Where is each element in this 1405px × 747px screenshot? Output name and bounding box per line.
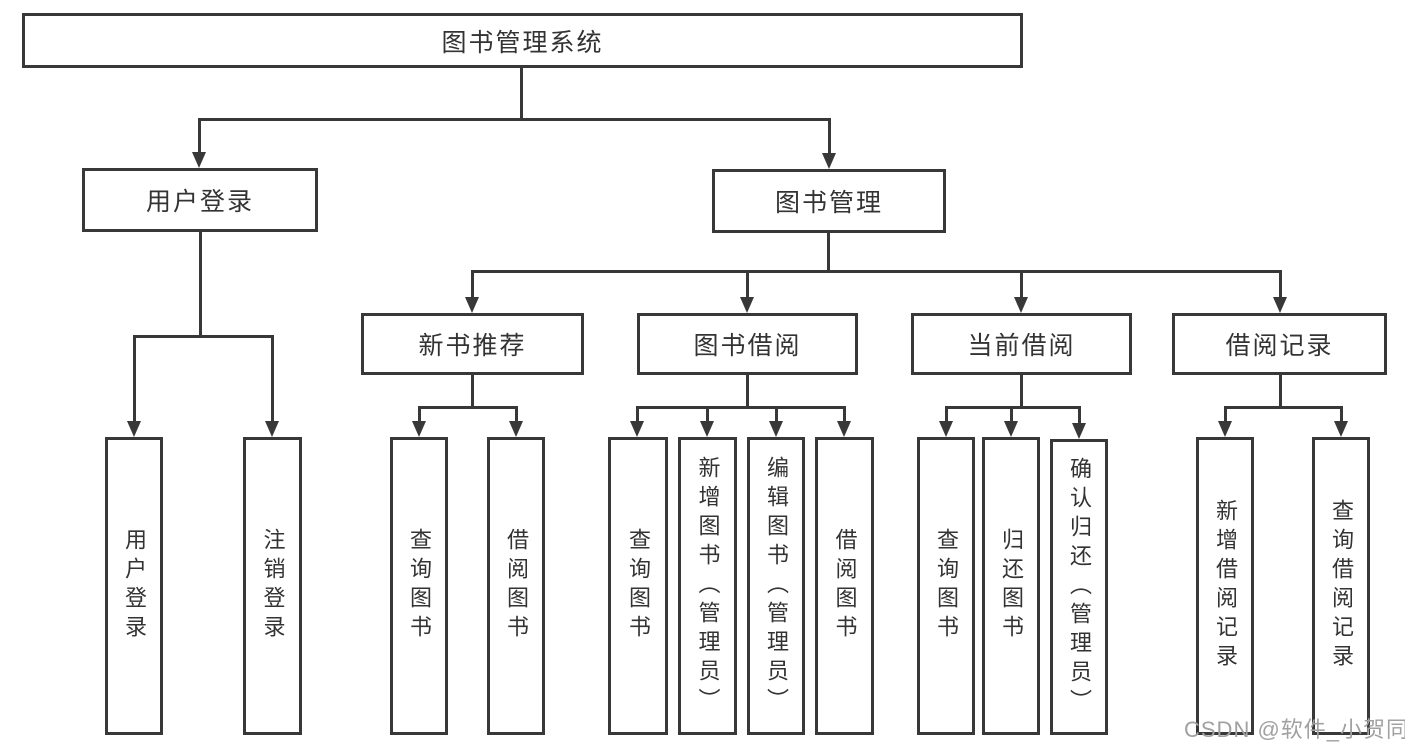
leaf-label: 注销登录: [260, 528, 286, 644]
node-label: 图书管理: [774, 189, 883, 217]
leaf-label: 查询图书: [407, 528, 432, 644]
leaf-confirm-return-admin: 确认归还（管理员）: [1050, 439, 1108, 735]
arrowhead-down-icon: [1273, 297, 1287, 313]
connector-vline: [520, 66, 523, 118]
arrowhead-down-icon: [1218, 421, 1232, 437]
leaf-label: 确认归还（管理员）: [1067, 456, 1092, 718]
connector-hline: [945, 406, 1081, 409]
node-label: 当前借阅: [967, 332, 1076, 360]
leaf-query-books-recommend: 查询图书: [390, 437, 448, 735]
leaf-add-borrow-record: 新增借阅记录: [1196, 437, 1254, 735]
leaf-label: 借阅图书: [504, 528, 529, 644]
arrowhead-down-icon: [837, 421, 851, 437]
connector-vline: [945, 406, 948, 422]
arrowhead-down-icon: [700, 421, 714, 437]
node-user-login: 用户登录: [82, 168, 318, 232]
arrowhead-down-icon: [740, 297, 754, 313]
connector-vline: [133, 335, 136, 422]
connector-vline: [1279, 375, 1282, 409]
node-label: 用户登录: [145, 188, 254, 216]
leaf-label: 查询借阅记录: [1329, 499, 1354, 673]
leaf-label: 用户登录: [122, 528, 147, 644]
connector-vline: [828, 118, 831, 154]
connector-vline: [746, 270, 749, 298]
connector-vline: [746, 375, 749, 409]
connector-vline: [471, 270, 474, 298]
arrowhead-down-icon: [1014, 297, 1028, 313]
connector-hline: [1224, 406, 1343, 409]
connector-vline: [706, 406, 709, 422]
connector-vline: [827, 233, 830, 273]
node-label: 图书借阅: [693, 332, 802, 360]
connector-hline: [198, 118, 831, 121]
node-label: 借阅记录: [1225, 332, 1334, 360]
arrowhead-down-icon: [630, 421, 644, 437]
connector-vline: [1078, 406, 1081, 424]
leaf-label: 归还图书: [999, 528, 1024, 644]
arrowhead-down-icon: [1072, 423, 1086, 439]
watermark: CSDN @软件_小贺同学: [1184, 717, 1405, 742]
leaf-edit-book-admin: 编辑图书（管理员）: [747, 437, 805, 735]
arrowhead-down-icon: [192, 152, 206, 168]
leaf-label: 新增借阅记录: [1213, 499, 1238, 673]
leaf-add-book-admin: 新增图书（管理员）: [678, 437, 737, 735]
node-book-management: 图书管理: [712, 169, 946, 233]
arrowhead-down-icon: [769, 421, 783, 437]
connector-vline: [271, 335, 274, 422]
leaf-label: 新增图书（管理员）: [695, 455, 721, 717]
connector-vline: [418, 406, 421, 422]
node-library-management-system: 图书管理系统: [22, 13, 1023, 68]
connector-vline: [471, 375, 474, 409]
connector-vline: [1279, 270, 1282, 298]
connector-hline: [471, 270, 1282, 273]
leaf-query-borrow-record: 查询借阅记录: [1312, 437, 1370, 735]
connector-hline: [418, 406, 518, 409]
arrowhead-down-icon: [509, 421, 523, 437]
node-book-borrow: 图书借阅: [637, 313, 858, 375]
leaf-user-login: 用户登录: [105, 437, 163, 735]
arrowhead-down-icon: [127, 421, 141, 437]
connector-vline: [636, 406, 639, 422]
connector-vline: [1340, 406, 1343, 422]
leaf-label: 查询图书: [934, 528, 959, 644]
node-label: 新书推荐: [418, 332, 527, 360]
leaf-logout: 注销登录: [243, 437, 302, 735]
leaf-borrow-books-recommend: 借阅图书: [487, 437, 545, 735]
connector-vline: [1020, 375, 1023, 409]
connector-vline: [843, 406, 846, 422]
leaf-label: 借阅图书: [832, 528, 858, 644]
arrowhead-down-icon: [822, 153, 836, 169]
connector-hline: [636, 406, 846, 409]
leaf-label: 编辑图书（管理员）: [764, 455, 789, 717]
connector-vline: [515, 406, 518, 422]
connector-vline: [1224, 406, 1227, 422]
connector-vline: [1010, 406, 1013, 422]
arrowhead-down-icon: [265, 421, 279, 437]
arrowhead-down-icon: [1004, 421, 1018, 437]
leaf-query-books-current: 查询图书: [917, 437, 975, 735]
arrowhead-down-icon: [1334, 421, 1348, 437]
arrowhead-down-icon: [939, 421, 953, 437]
connector-vline: [199, 232, 202, 338]
connector-hline: [133, 335, 274, 338]
leaf-query-books-borrow: 查询图书: [608, 437, 668, 735]
node-label: 图书管理系统: [441, 28, 604, 57]
node-current-borrow: 当前借阅: [911, 313, 1132, 375]
arrowhead-down-icon: [412, 421, 426, 437]
leaf-borrow-books: 借阅图书: [815, 437, 874, 735]
connector-vline: [198, 118, 201, 154]
leaf-return-book: 归还图书: [982, 437, 1040, 735]
node-borrow-records: 借阅记录: [1172, 313, 1387, 375]
leaf-label: 查询图书: [626, 528, 651, 644]
connector-vline: [1020, 270, 1023, 298]
node-new-book-recommend: 新书推荐: [361, 313, 584, 375]
connector-vline: [775, 406, 778, 422]
arrowhead-down-icon: [465, 297, 479, 313]
